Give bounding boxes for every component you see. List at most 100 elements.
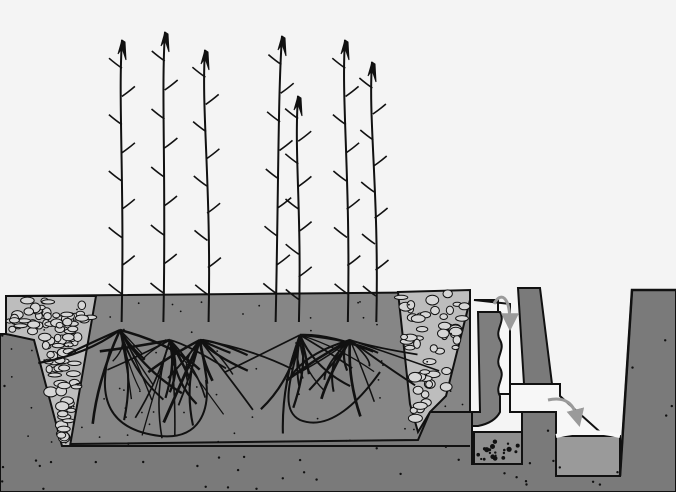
gravel-pebble bbox=[68, 326, 78, 332]
gravel-pebble bbox=[56, 322, 63, 328]
soil-speck bbox=[119, 388, 121, 390]
soil-speck bbox=[450, 333, 452, 335]
gravel-pebble bbox=[28, 321, 40, 328]
gravel-pebble bbox=[28, 328, 38, 335]
soil-speck bbox=[172, 304, 174, 306]
gravel-pebble bbox=[57, 432, 66, 438]
soil-speck bbox=[357, 302, 359, 304]
sump-pebble bbox=[483, 458, 486, 461]
gravel-pebble bbox=[24, 308, 34, 315]
soil-speck bbox=[196, 465, 198, 467]
soil-speck bbox=[559, 466, 561, 468]
gravel-pebble bbox=[42, 300, 55, 304]
soil-speck bbox=[413, 429, 415, 431]
soil-speck bbox=[42, 488, 44, 490]
soil-speck bbox=[180, 311, 182, 313]
gravel-pebble bbox=[46, 366, 52, 373]
soil-speck bbox=[138, 302, 140, 304]
soil-speck bbox=[149, 423, 151, 425]
soil-speck bbox=[196, 386, 198, 388]
soil-speck bbox=[665, 414, 667, 416]
gravel-pebble bbox=[413, 386, 423, 394]
soil-speck bbox=[142, 461, 144, 463]
soil-speck bbox=[310, 330, 312, 332]
soil-speck bbox=[376, 324, 378, 326]
gravel-pebble bbox=[408, 414, 422, 422]
soil-speck bbox=[315, 478, 317, 480]
gravel-pebble bbox=[416, 327, 427, 332]
soil-speck bbox=[216, 350, 218, 352]
soil-speck bbox=[77, 384, 79, 386]
gravel-pebble bbox=[63, 334, 75, 341]
soil-speck bbox=[191, 331, 193, 333]
soil-speck bbox=[139, 390, 141, 392]
soil-speck bbox=[65, 442, 67, 444]
soil-speck bbox=[73, 406, 75, 408]
gravel-pebble bbox=[53, 313, 60, 318]
gravel-pebble bbox=[431, 306, 440, 314]
soil-speck bbox=[103, 398, 105, 400]
soil-speck bbox=[1, 334, 3, 336]
soil-speck bbox=[255, 488, 257, 490]
sump-pebble bbox=[476, 453, 480, 457]
soil-speck bbox=[243, 456, 245, 458]
soil-speck bbox=[552, 460, 554, 462]
soil-speck bbox=[2, 466, 4, 468]
soil-speck bbox=[489, 452, 491, 454]
soil-speck bbox=[237, 469, 239, 471]
soil-speck bbox=[310, 317, 312, 319]
gravel-pebble bbox=[453, 336, 461, 345]
soil-speck bbox=[201, 301, 203, 303]
gravel-pebble bbox=[442, 368, 452, 375]
gravel-pebble bbox=[71, 385, 82, 389]
gravel-pebble bbox=[58, 411, 68, 417]
soil-speck bbox=[299, 459, 301, 461]
soil-speck bbox=[525, 480, 527, 482]
gravel-pebble bbox=[423, 359, 436, 365]
gravel-pebble bbox=[446, 306, 453, 314]
gravel-pebble bbox=[54, 334, 61, 342]
gravel-pebble bbox=[48, 373, 61, 377]
soil-speck bbox=[376, 447, 378, 449]
gravel-pebble bbox=[438, 329, 450, 338]
sump-pebble bbox=[484, 447, 489, 452]
soil-speck bbox=[127, 434, 129, 436]
soil-speck bbox=[127, 443, 129, 445]
gravel-pebble bbox=[420, 370, 430, 374]
soil-speck bbox=[378, 379, 380, 381]
soil-speck bbox=[42, 311, 44, 313]
soil-speck bbox=[616, 471, 618, 473]
soil-speck bbox=[399, 473, 401, 475]
gravel-pebble bbox=[47, 351, 54, 358]
soil-speck bbox=[217, 441, 219, 443]
soil-speck bbox=[141, 412, 143, 414]
gravel-pebble bbox=[426, 295, 439, 305]
soil-speck bbox=[216, 394, 218, 396]
soil-speck bbox=[234, 432, 236, 434]
gravel-pebble bbox=[44, 313, 52, 320]
soil-speck bbox=[547, 430, 549, 432]
soil-speck bbox=[35, 459, 37, 461]
gravel-pebble bbox=[58, 382, 71, 388]
gravel-pebble bbox=[440, 314, 448, 320]
soil-speck bbox=[599, 483, 601, 485]
sump-pebble bbox=[494, 451, 496, 453]
gravel-pebble bbox=[61, 312, 73, 317]
gravel-pebble bbox=[57, 426, 70, 432]
soil-speck bbox=[525, 483, 527, 485]
soil-speck bbox=[258, 305, 260, 307]
soil-speck bbox=[43, 329, 45, 331]
gravel-pebble bbox=[459, 303, 470, 310]
soil-speck bbox=[529, 462, 531, 464]
soil-speck bbox=[408, 304, 410, 306]
soil-speck bbox=[664, 339, 666, 341]
sump-pebble bbox=[514, 450, 517, 453]
gravel-pebble bbox=[411, 315, 425, 323]
soil-speck bbox=[81, 427, 83, 429]
receiving-basin bbox=[556, 436, 620, 476]
soil-speck bbox=[359, 301, 361, 303]
soil-speck bbox=[153, 411, 155, 413]
soil-speck bbox=[444, 405, 446, 407]
gravel-pebble bbox=[456, 316, 469, 322]
soil-speck bbox=[631, 366, 633, 368]
